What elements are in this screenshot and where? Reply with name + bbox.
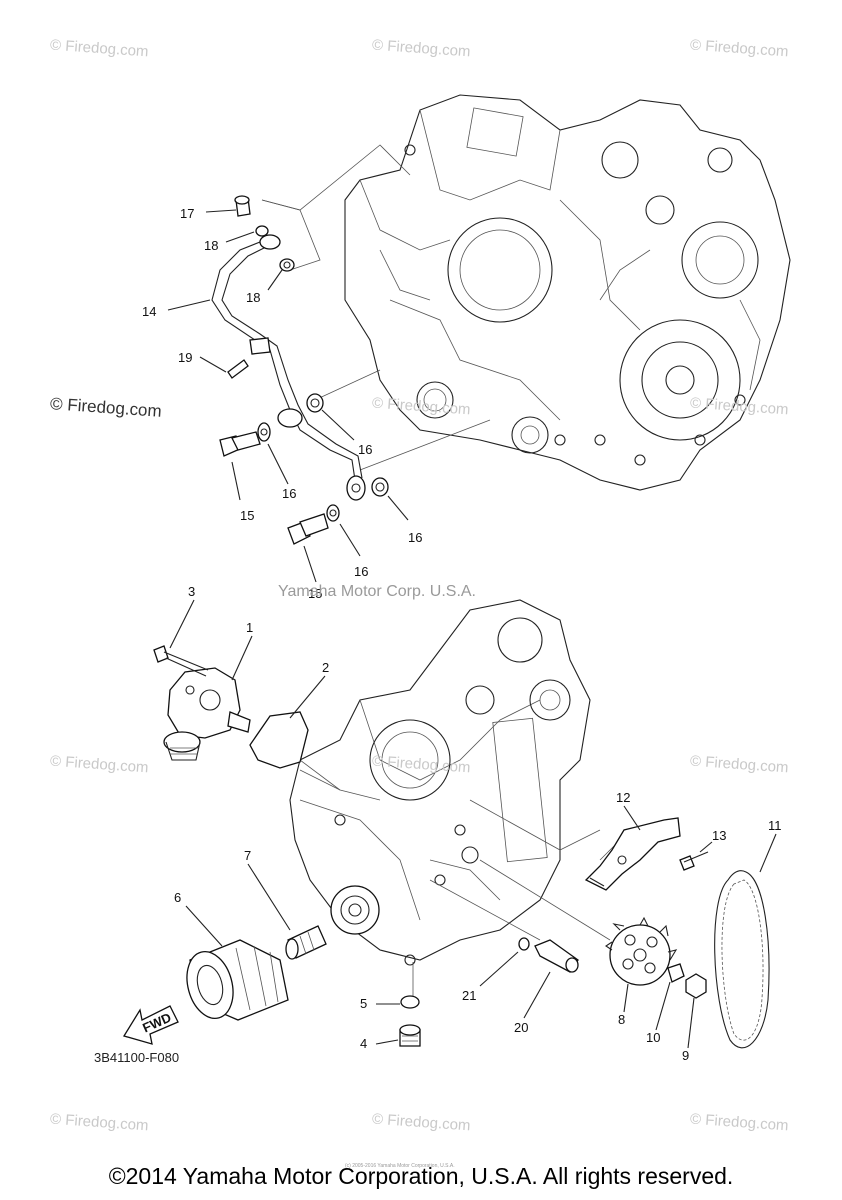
oil-delivery-pipe — [211, 234, 366, 501]
oil-pump-gasket — [249, 711, 309, 769]
pump-sprocket — [605, 916, 678, 986]
filter-fitting — [285, 925, 327, 960]
upper-leader-lines — [261, 144, 491, 471]
drain-bolt — [399, 995, 421, 1047]
callout-21: 21 — [462, 988, 476, 1003]
callout-3: 3 — [188, 584, 195, 599]
callout-16a: 16 — [358, 442, 372, 457]
callout-numbers: 1 2 3 4 5 6 7 8 9 10 11 12 13 14 15 15 1… — [142, 206, 782, 1063]
oil-filter — [186, 939, 289, 1021]
callout-20: 20 — [514, 1020, 528, 1035]
lower-leader-lines — [299, 759, 631, 1000]
sprocket-nut — [685, 973, 707, 999]
callout-18a: 18 — [204, 238, 218, 253]
callout-6: 6 — [174, 890, 181, 905]
callout-4: 4 — [360, 1036, 367, 1051]
callout-15b: 15 — [308, 586, 322, 601]
sprocket-washer — [667, 963, 685, 983]
fine-print-notice: (c) 2005-2016 Yamaha Motor Corporation, … — [345, 1163, 455, 1169]
lower-engine-block — [289, 599, 591, 966]
callout-1: 1 — [246, 620, 253, 635]
callout-18b: 18 — [246, 290, 260, 305]
watermark-yamaha-corp: Yamaha Motor Corp. U.S.A. — [278, 583, 476, 600]
callout-10: 10 — [646, 1030, 660, 1045]
callout-leaders — [167, 209, 777, 1049]
copyright-footer: ©2014 Yamaha Motor Corporation, U.S.A. A… — [108, 1163, 734, 1189]
callout-14: 14 — [142, 304, 156, 319]
pump-shaft — [518, 937, 579, 973]
fwd-arrow — [122, 1005, 179, 1045]
callout-5: 5 — [360, 996, 367, 1011]
chain-guide — [584, 817, 709, 891]
callout-16c: 16 — [408, 530, 422, 545]
callout-12: 12 — [616, 790, 630, 805]
callout-7: 7 — [244, 848, 251, 863]
callout-8: 8 — [618, 1012, 625, 1027]
pipe-fasteners — [219, 195, 389, 545]
pump-bolt — [153, 645, 209, 677]
upper-engine-block — [344, 94, 791, 491]
callout-16b: 16 — [282, 486, 296, 501]
callout-13: 13 — [712, 828, 726, 843]
callout-9: 9 — [682, 1048, 689, 1063]
oil-pump — [163, 667, 251, 761]
callout-15a: 15 — [240, 508, 254, 523]
pump-chain — [714, 870, 770, 1049]
callout-19: 19 — [178, 350, 192, 365]
callout-11: 11 — [768, 818, 782, 833]
callout-16d: 16 — [354, 564, 368, 579]
diagram-part-number: 3B41100-F080 — [94, 1050, 180, 1065]
callout-17: 17 — [180, 206, 194, 221]
callout-2: 2 — [322, 660, 329, 675]
